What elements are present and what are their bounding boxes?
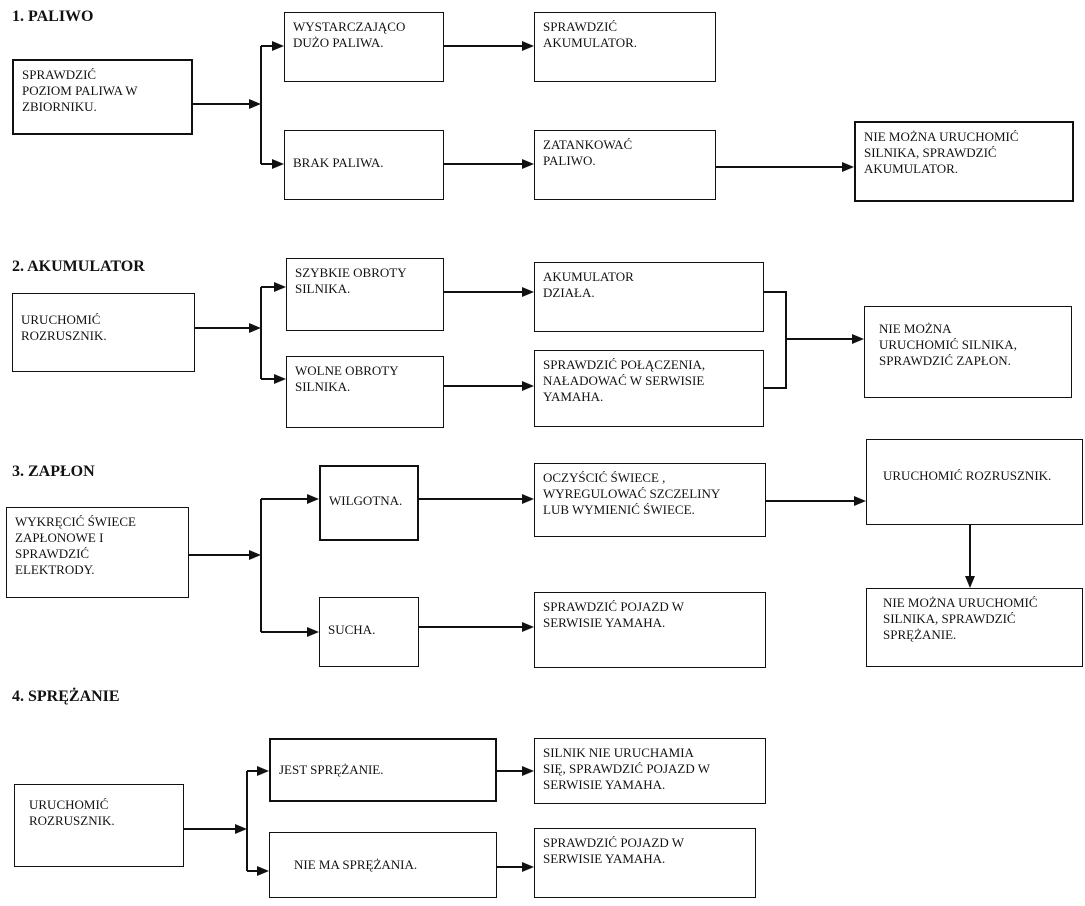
box-check-vehicle-service-4: SPRAWDZIĆ POJAZD W SERWISIE YAMAHA.	[534, 828, 756, 898]
box-cannot-start-check-ignition: NIE MOŻNA URUCHOMIĆ SILNIKA, SPRAWDZIĆ Z…	[864, 306, 1072, 398]
box-cannot-start-check-battery: NIE MOŻNA URUCHOMIĆ SILNIKA, SPRAWDZIĆ A…	[854, 121, 1074, 202]
connectors-zaplon	[188, 494, 975, 637]
box-check-battery: SPRAWDZIĆ AKUMULATOR.	[534, 12, 716, 82]
box-cannot-start-check-compression: NIE MOŻNA URUCHOMIĆ SILNIKA, SPRAWDZIĆ S…	[866, 588, 1083, 667]
section-heading-sprezanie: 4. SPRĘŻANIE	[12, 688, 120, 705]
section-heading-paliwo: 1. PALIWO	[12, 8, 94, 25]
box-unscrew-spark-plugs: WYKRĘCIĆ ŚWIECE ZAPŁONOWE I SPRAWDZIĆ EL…	[6, 507, 189, 598]
box-run-starter-2: URUCHOMIĆ ROZRUSZNIK.	[12, 293, 195, 372]
section-heading-zaplon: 3. ZAPŁON	[12, 463, 95, 480]
box-wet: WILGOTNA.	[319, 465, 419, 541]
box-battery-ok: AKUMULATOR DZIAŁA.	[534, 262, 764, 332]
section-heading-akumulator: 2. AKUMULATOR	[12, 258, 145, 275]
connectors-paliwo	[192, 41, 854, 172]
box-check-connections: SPRAWDZIĆ POŁĄCZENIA, NAŁADOWAĆ W SERWIS…	[534, 350, 764, 427]
box-check-fuel-level: SPRAWDZIĆ POZIOM PALIWA W ZBIORNIKU.	[12, 59, 193, 135]
box-run-starter-3: URUCHOMIĆ ROZRUSZNIK.	[866, 439, 1083, 525]
box-no-fuel: BRAK PALIWA.	[284, 130, 444, 200]
box-fast-rotation: SZYBKIE OBROTY SILNIKA.	[286, 258, 444, 331]
box-engine-not-start: SILNIK NIE URUCHAMIA SIĘ, SPRAWDZIĆ POJA…	[534, 738, 766, 804]
box-dry: SUCHA.	[319, 597, 419, 667]
box-has-compression: JEST SPRĘŻANIE.	[269, 738, 497, 802]
box-slow-rotation: WOLNE OBROTY SILNIKA.	[286, 356, 444, 428]
connectors-sprezanie	[183, 766, 534, 876]
box-refuel: ZATANKOWAĆ PALIWO.	[534, 130, 716, 200]
box-run-starter-4: URUCHOMIĆ ROZRUSZNIK.	[14, 784, 184, 867]
connectors-akumulator	[194, 282, 864, 391]
box-no-compression: NIE MA SPRĘŻANIA.	[269, 832, 497, 898]
box-clean-spark-plugs: OCZYŚCIĆ ŚWIECE , WYREGULOWAĆ SZCZELINY …	[534, 463, 766, 537]
box-check-vehicle-service-3: SPRAWDZIĆ POJAZD W SERWISIE YAMAHA.	[534, 592, 766, 668]
box-enough-fuel: WYSTARCZAJĄCO DUŻO PALIWA.	[284, 12, 444, 82]
